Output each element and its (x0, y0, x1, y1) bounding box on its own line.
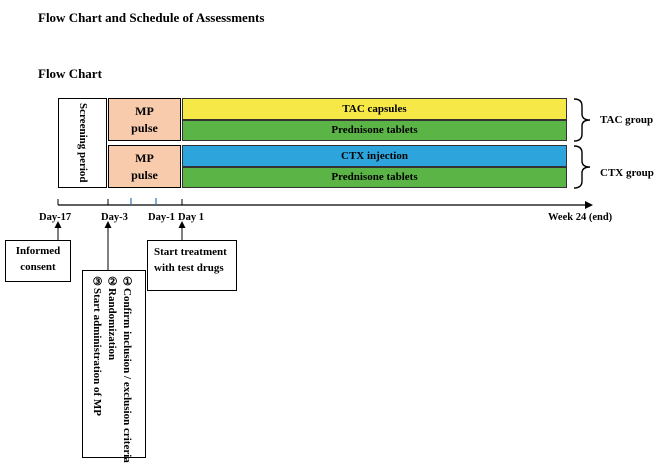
ctx-injection-bar: CTX injection (182, 145, 567, 167)
step-2: ②Randomization (106, 275, 118, 361)
informed-consent-line-1: Informed (15, 245, 61, 257)
informed-consent-line-2: consent (20, 260, 56, 273)
tac-group-brace (573, 98, 591, 142)
start-treatment-line-1: Start treatment (154, 246, 227, 258)
step-3: ③Start administration of MP (91, 275, 103, 417)
screening-period-box: Screening period (58, 98, 107, 188)
pulse-label: pulse (131, 167, 158, 182)
page-title: Flow Chart and Schedule of Assessments (38, 10, 265, 25)
label-week-24: Week 24 (end) (548, 212, 613, 223)
tac-capsules-bar: TAC capsules (182, 98, 567, 120)
informed-consent-box: Informed consent (5, 240, 71, 282)
timeline-arrowhead (585, 201, 593, 209)
ctx-group-label: CTX group (600, 167, 654, 179)
ctx-prednisone-bar: Prednisone tablets (182, 167, 567, 188)
start-treatment-box: Start treatment with test drugs (147, 240, 237, 291)
mp-label: MP (135, 151, 154, 166)
tac-capsules-label: TAC capsules (342, 102, 407, 115)
tac-prednisone-label: Prednisone tablets (331, 124, 418, 137)
label-day-minus-17: Day-17 (39, 212, 72, 223)
tac-group-label: TAC group (600, 114, 654, 126)
step-1: ①Confirm inclusion / exclusion criteria (121, 275, 133, 463)
ctx-injection-label: CTX injection (341, 149, 408, 162)
screening-period-label: Screening period (76, 103, 89, 183)
steps-box: ①Confirm inclusion / exclusion criteria … (82, 270, 146, 463)
label-day-minus-3: Day-3 (101, 212, 128, 223)
steps-list: ①Confirm inclusion / exclusion criteria … (89, 275, 134, 463)
section-title: Flow Chart (38, 66, 102, 81)
label-day-minus-1: Day-1 (148, 212, 175, 223)
pulse-label: pulse (131, 120, 158, 135)
ctx-group-brace (573, 145, 591, 189)
tac-prednisone-bar: Prednisone tablets (182, 120, 567, 141)
start-treatment-line-2: with test drugs (154, 261, 224, 274)
mp-label: MP (135, 104, 154, 119)
label-day-1: Day 1 (178, 212, 204, 223)
ctx-prednisone-label: Prednisone tablets (331, 171, 418, 184)
